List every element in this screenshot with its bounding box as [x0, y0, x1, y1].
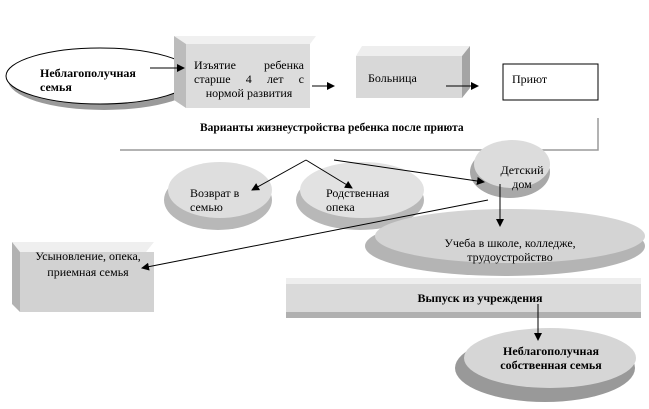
- troubled-family-label: Неблагополучная семья: [40, 66, 136, 94]
- study-label: Учеба в школе, колледже, трудоустройство: [444, 236, 576, 264]
- graduation-label: Выпуск из учреждения: [417, 291, 543, 305]
- kinship-care-shape: [296, 162, 424, 230]
- adoption-box-shape: [12, 242, 154, 312]
- shelter-box-shape: [502, 63, 599, 101]
- hospital-box-shape: [356, 46, 470, 98]
- orphanage-shape: [470, 140, 550, 198]
- adoption-label: Усыновление, опека, приемная семья: [35, 249, 141, 279]
- arrow-to-return-family: [251, 159, 307, 191]
- own-troubled-family-shape: [455, 328, 636, 402]
- separator-line: [120, 118, 599, 151]
- shelter-label: Приют: [512, 72, 548, 86]
- arrow-to-kinship-care: [305, 159, 353, 189]
- arrow-to-orphanage: [333, 159, 485, 185]
- graduation-bar-shape: [286, 278, 641, 318]
- removal-label: Изъятие ребенка старше 4 лет с нормой ра…: [194, 58, 304, 100]
- return-family-label: Возврат в семью: [190, 186, 240, 214]
- orphanage-label: Детский дом: [500, 163, 544, 191]
- study-shape: [365, 209, 645, 276]
- own-troubled-family-label: Неблагополучная собственная семья: [500, 344, 602, 372]
- kinship-care-label: Родственная опека: [326, 186, 390, 214]
- options-title: Варианты жизнеустройства ребенка после п…: [200, 122, 464, 134]
- removal-box-shape: [174, 36, 316, 108]
- hospital-label: Больница: [368, 71, 417, 85]
- troubled-family-shape: [5, 47, 200, 110]
- arrow-to-adoption: [141, 199, 489, 271]
- return-family-shape: [164, 162, 272, 230]
